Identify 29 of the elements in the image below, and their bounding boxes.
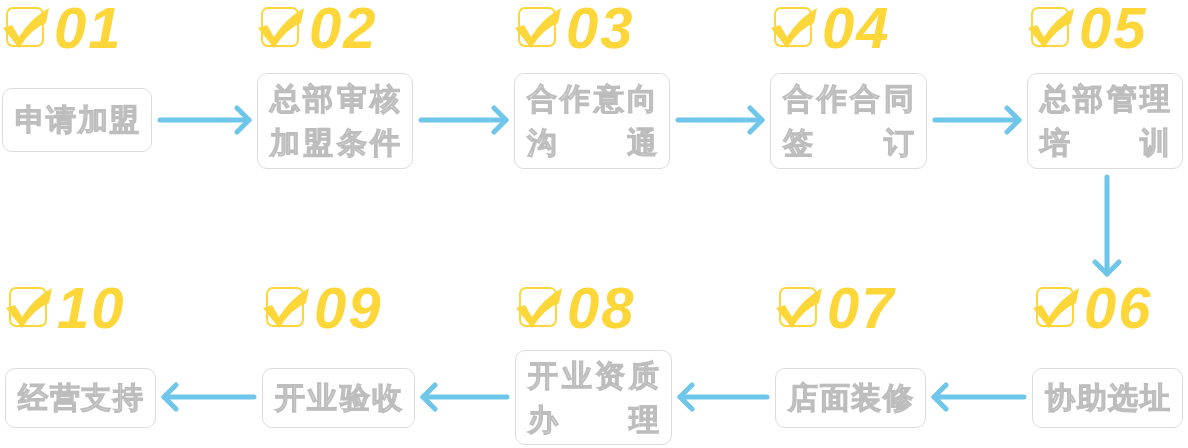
step-number: 04 — [822, 0, 891, 58]
process-box: 合作合同签订 — [770, 73, 927, 169]
process-box: 店面装修 — [775, 368, 926, 428]
step-number: 06 — [1084, 278, 1153, 338]
process-box: 经营支持 — [5, 368, 156, 428]
step-number: 02 — [309, 0, 378, 58]
arrow — [677, 382, 770, 412]
process-box: 总部审核加盟条件 — [257, 73, 413, 169]
step-number: 09 — [314, 278, 383, 338]
step-number: 01 — [54, 0, 123, 58]
step-number: 05 — [1079, 0, 1148, 58]
process-box: 协助选址 — [1032, 368, 1183, 428]
arrow — [932, 105, 1022, 135]
process-box: 合作意向沟通 — [514, 73, 670, 169]
arrow — [157, 105, 252, 135]
arrow — [161, 382, 257, 412]
arrow — [420, 382, 510, 412]
process-box: 开业资质办理 — [515, 350, 672, 445]
step-number: 03 — [566, 0, 635, 58]
step-number: 08 — [567, 278, 636, 338]
arrow — [418, 105, 509, 135]
arrow — [1092, 174, 1122, 277]
arrow — [931, 382, 1027, 412]
arrow — [675, 105, 765, 135]
process-box: 开业验收 — [262, 368, 415, 428]
process-box: 总部管理培训 — [1027, 73, 1183, 169]
step-number: 10 — [57, 278, 126, 338]
step-number: 07 — [827, 278, 896, 338]
process-box: 申请加盟 — [2, 88, 152, 152]
